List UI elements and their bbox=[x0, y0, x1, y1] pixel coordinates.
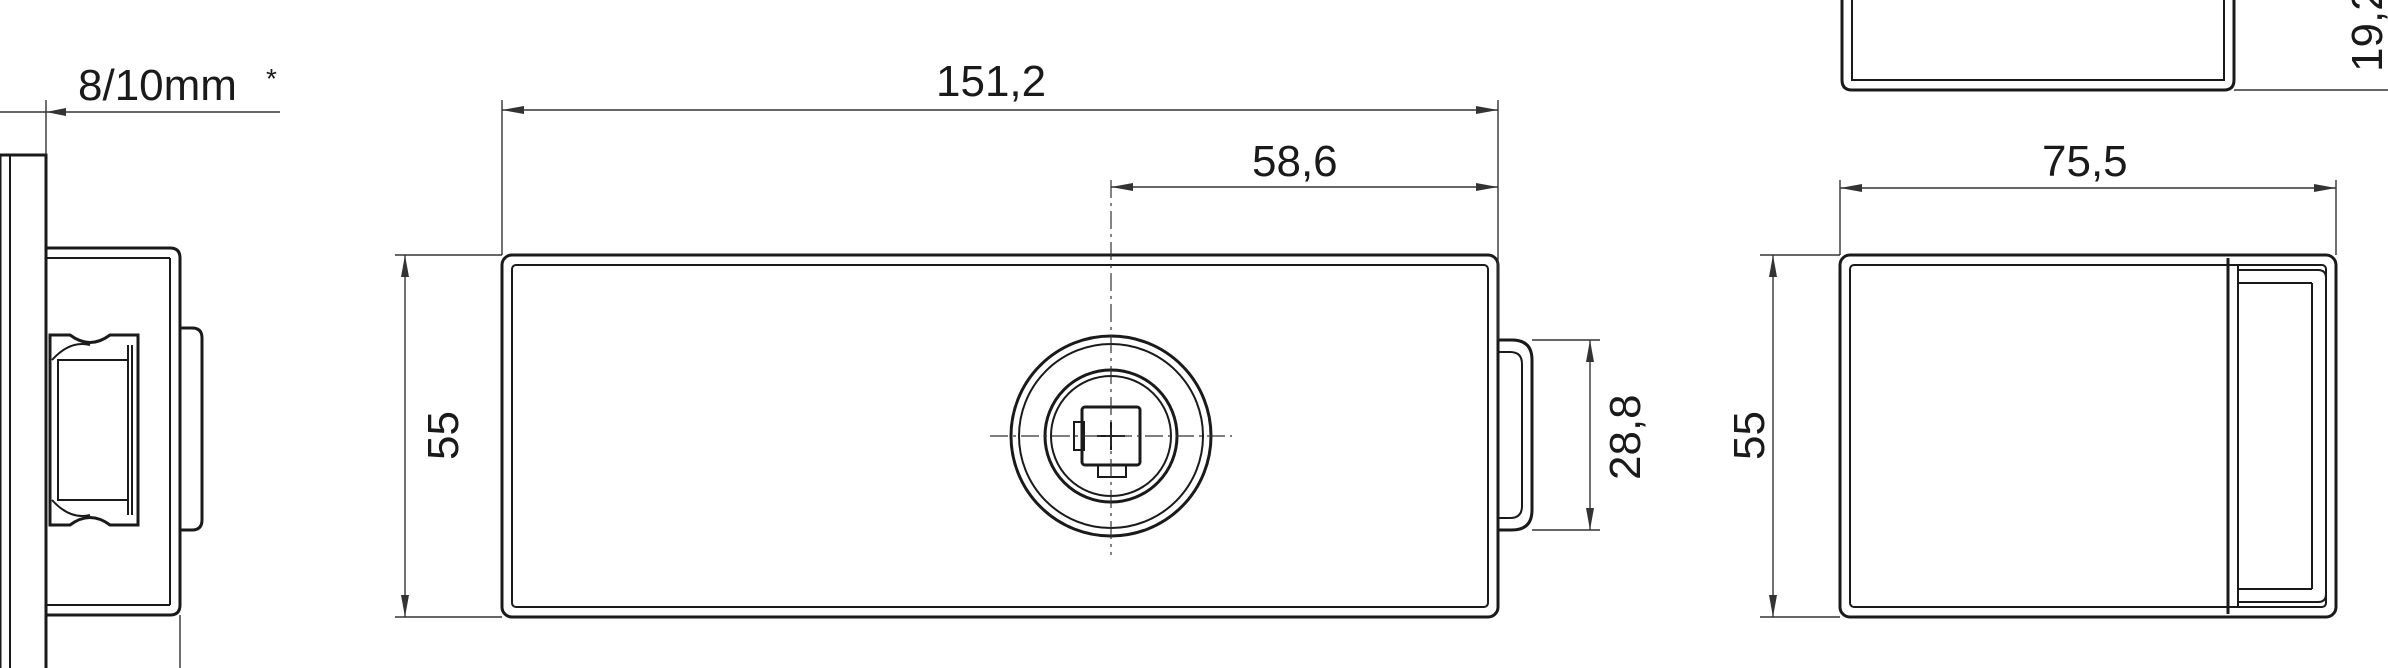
front-view: 151,2 58,6 55 28,8 bbox=[395, 57, 1650, 619]
side-view: 75,5 55 bbox=[1725, 137, 2338, 619]
gap-range-label: 8/10mm bbox=[78, 61, 237, 110]
side-depth-dimension bbox=[1839, 180, 2337, 255]
clamp-mechanism bbox=[48, 333, 140, 527]
left-side-view: 8/10mm * bbox=[0, 61, 280, 668]
lock-body-end bbox=[1838, 253, 2338, 619]
front-height-label: 55 bbox=[419, 411, 468, 460]
knob-height-dimension bbox=[1532, 339, 1600, 531]
lock-body-side bbox=[46, 246, 182, 617]
knob-end bbox=[2238, 269, 2327, 603]
gap-note-label: * bbox=[266, 63, 277, 94]
gap-dimension bbox=[0, 100, 280, 668]
knob-front bbox=[1498, 338, 1534, 532]
knob-side bbox=[180, 326, 204, 532]
side-height-dimension bbox=[1760, 254, 1840, 618]
glass-pane bbox=[0, 153, 48, 668]
side-height-label: 55 bbox=[1725, 411, 1774, 460]
side-depth-label: 75,5 bbox=[2042, 137, 2128, 186]
top-view: 19,2 bbox=[1840, 0, 2388, 92]
top-partial-label: 19,2 bbox=[2343, 0, 2388, 72]
total-length-label: 151,2 bbox=[936, 57, 1046, 106]
lock-body-front bbox=[500, 253, 1500, 619]
key-offset-label: 58,6 bbox=[1252, 137, 1338, 186]
key-offset-dimension bbox=[1111, 183, 1498, 191]
front-height-dimension bbox=[395, 254, 502, 618]
knob-height-label: 28,8 bbox=[1601, 394, 1650, 480]
total-length-dimension bbox=[501, 100, 1499, 340]
